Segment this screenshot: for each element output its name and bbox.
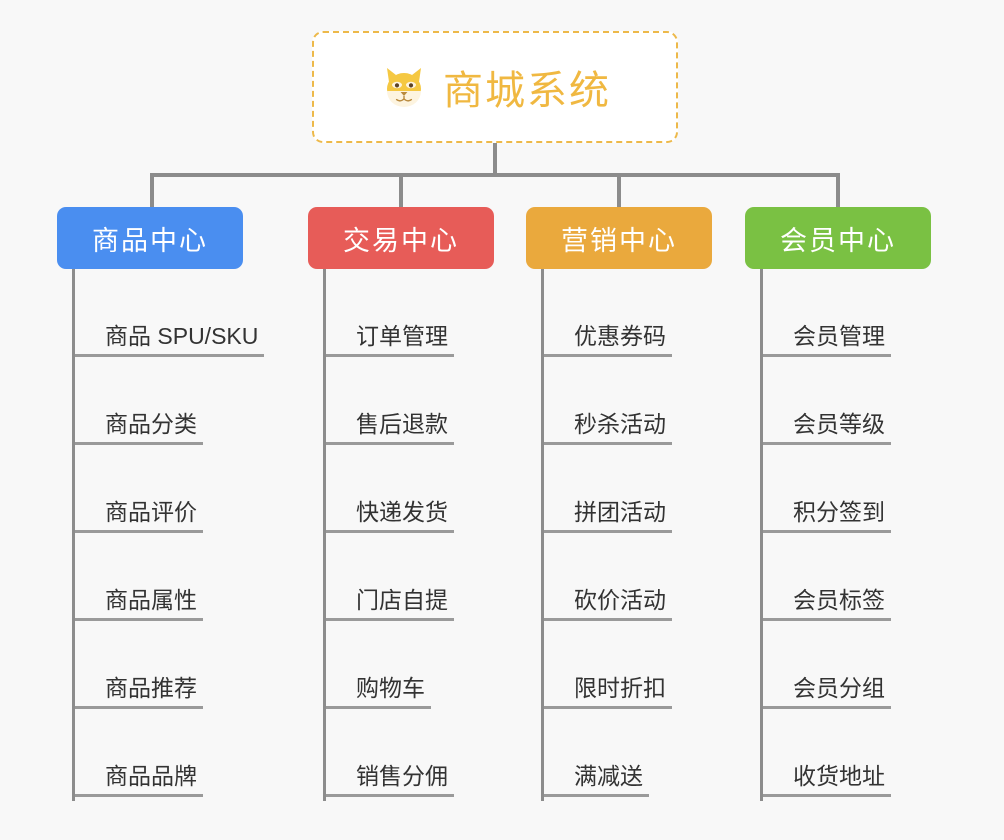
leaf-item-label: 会员分组 [763,675,891,709]
leaf-item[interactable]: 拼团活动 [544,445,672,533]
category-header-marketing[interactable]: 营销中心 [526,207,712,269]
leaf-item[interactable]: 会员管理 [763,269,891,357]
leaf-item-label: 会员等级 [763,411,891,445]
leaf-item[interactable]: 商品品牌 [75,709,203,797]
leaf-item[interactable]: 售后退款 [326,357,454,445]
leaf-item[interactable]: 满减送 [544,709,649,797]
leaf-item[interactable]: 积分签到 [763,445,891,533]
leaf-item-label: 拼团活动 [544,499,672,533]
leaf-item-label: 购物车 [326,675,431,709]
category-header-product[interactable]: 商品中心 [57,207,243,269]
leaf-item-label: 限时折扣 [544,675,672,709]
leaf-trunk-line [541,269,544,801]
leaf-item-label: 会员标签 [763,587,891,621]
leaf-item-label: 砍价活动 [544,587,672,621]
leaf-item-label: 商品评价 [75,499,203,533]
leaf-item-label: 商品分类 [75,411,203,445]
leaf-trunk-line [323,269,326,801]
leaf-item[interactable]: 商品分类 [75,357,203,445]
leaf-item[interactable]: 订单管理 [326,269,454,357]
leaf-item-label: 满减送 [544,763,649,797]
leaf-item-label: 商品推荐 [75,675,203,709]
leaf-trunk-line [72,269,75,801]
category-header-member[interactable]: 会员中心 [745,207,931,269]
leaf-item[interactable]: 商品 SPU/SKU [75,269,265,357]
leaf-item-label: 会员管理 [763,323,891,357]
leaf-item-label: 售后退款 [326,411,454,445]
leaf-item[interactable]: 销售分佣 [326,709,454,797]
leaf-item[interactable]: 会员分组 [763,621,891,709]
leaf-item-label: 门店自提 [326,587,454,621]
leaf-item[interactable]: 会员等级 [763,357,891,445]
leaf-item[interactable]: 购物车 [326,621,431,709]
category-label: 交易中心 [343,225,459,256]
leaf-item-label: 商品属性 [75,587,203,621]
leaf-item[interactable]: 秒杀活动 [544,357,672,445]
leaf-item-label: 销售分佣 [326,763,454,797]
root-title: 商城系统 [443,69,611,113]
leaf-item[interactable]: 优惠券码 [544,269,672,357]
category-label: 商品中心 [92,225,208,256]
connector-drop-1 [150,173,154,209]
leaf-item[interactable]: 门店自提 [326,533,454,621]
leaf-item-label: 快递发货 [326,499,454,533]
leaf-item[interactable]: 收货地址 [763,709,891,797]
leaf-item-label: 秒杀活动 [544,411,672,445]
leaf-item-label: 收货地址 [763,763,891,797]
connector-root-stem [493,143,497,175]
category-header-trade[interactable]: 交易中心 [308,207,494,269]
leaf-item[interactable]: 限时折扣 [544,621,672,709]
leaf-item[interactable]: 商品推荐 [75,621,203,709]
leaf-item-label: 商品品牌 [75,763,203,797]
connector-drop-3 [617,173,621,209]
shiba-dog-face-icon [379,62,429,112]
root-node-mall-system[interactable]: 商城系统 [312,31,678,143]
leaf-trunk-line [760,269,763,801]
category-label: 营销中心 [561,225,677,256]
leaf-item-label: 优惠券码 [544,323,672,357]
leaf-item-label: 订单管理 [326,323,454,357]
leaf-item[interactable]: 快递发货 [326,445,454,533]
leaf-item[interactable]: 砍价活动 [544,533,672,621]
leaf-item[interactable]: 商品属性 [75,533,203,621]
leaf-item[interactable]: 商品评价 [75,445,203,533]
connector-horizontal-bus [150,173,840,177]
leaf-item-label: 积分签到 [763,499,891,533]
connector-drop-2 [399,173,403,209]
category-label: 会员中心 [780,225,896,256]
connector-drop-4 [836,173,840,209]
leaf-item[interactable]: 会员标签 [763,533,891,621]
leaf-item-label: 商品 SPU/SKU [75,323,265,357]
